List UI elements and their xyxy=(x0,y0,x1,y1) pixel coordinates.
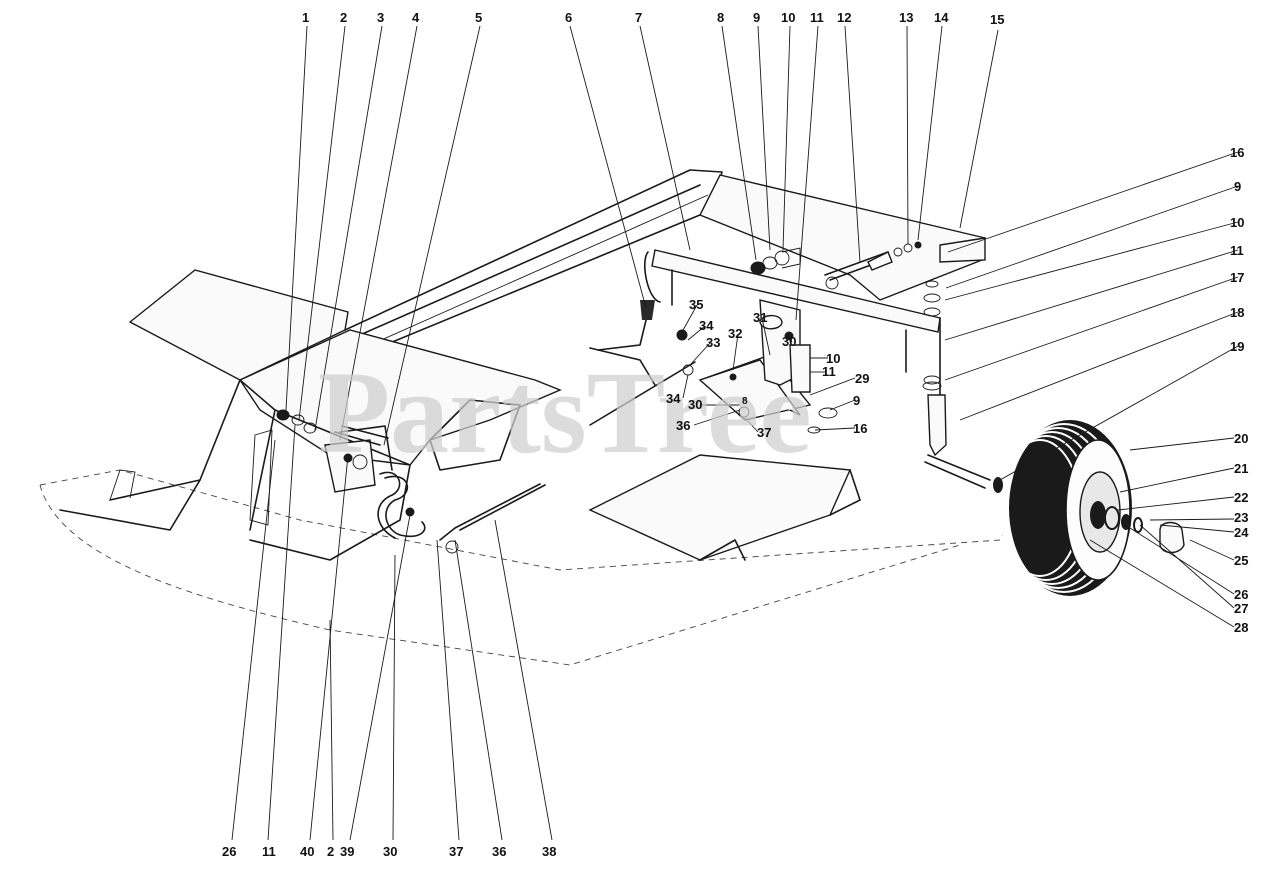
callout-36-center: 36 xyxy=(676,418,690,433)
callout-5: 5 xyxy=(475,10,482,25)
callout-8: 8 xyxy=(717,10,724,25)
callout-26-right: 26 xyxy=(1234,587,1248,602)
callout-11-center: 11 xyxy=(822,364,836,379)
callout-28: 28 xyxy=(1234,620,1248,635)
callout-16: 16 xyxy=(1230,145,1244,160)
callout-34: 34 xyxy=(699,318,714,333)
callout-29: 29 xyxy=(855,371,869,386)
callout-9: 9 xyxy=(753,10,760,25)
callouts-right: 16 9 10 11 17 18 19 20 21 22 23 24 25 26… xyxy=(1230,145,1249,635)
callout-9-center: 9 xyxy=(853,393,860,408)
callout-11-right: 11 xyxy=(1230,243,1244,258)
callout-10: 10 xyxy=(781,10,795,25)
callout-22: 22 xyxy=(1234,490,1248,505)
callout-30-bottom: 30 xyxy=(383,844,397,859)
callout-10-right: 10 xyxy=(1230,215,1244,230)
callout-13: 13 xyxy=(899,10,913,25)
callout-25: 25 xyxy=(1234,553,1248,568)
callout-21: 21 xyxy=(1234,461,1248,476)
callout-3: 3 xyxy=(377,10,384,25)
callout-30-center: 30 xyxy=(782,334,796,349)
callout-33: 33 xyxy=(706,335,720,350)
callout-7: 7 xyxy=(635,10,642,25)
callout-11-bottom: 11 xyxy=(262,844,276,859)
frame-chassis-drawing xyxy=(39,169,1011,666)
callout-31: 31 xyxy=(753,310,767,325)
front-wheel-drawing xyxy=(993,420,1185,596)
callout-9-right: 9 xyxy=(1234,179,1241,194)
callout-19: 19 xyxy=(1230,339,1244,354)
callouts-center: 35 34 32 31 33 30 10 11 29 34 30 36 37 9… xyxy=(666,297,869,440)
callout-37-bottom: 37 xyxy=(449,844,463,859)
callout-4: 4 xyxy=(412,10,420,25)
callout-12: 12 xyxy=(837,10,851,25)
callout-10-center: 10 xyxy=(826,351,840,366)
callouts-top: 1 2 3 4 5 6 7 8 9 10 11 12 13 14 15 xyxy=(302,10,1004,27)
callout-16-center: 16 xyxy=(853,421,867,436)
callout-1: 1 xyxy=(302,10,309,25)
callout-40: 40 xyxy=(300,844,314,859)
callout-14: 14 xyxy=(934,10,949,25)
callout-37-center: 37 xyxy=(757,425,771,440)
callout-6: 6 xyxy=(565,10,572,25)
callout-24: 24 xyxy=(1234,525,1249,540)
callout-8-center: 8 xyxy=(742,396,748,407)
callouts-bottom: 26 11 40 2 39 30 37 36 38 xyxy=(222,844,556,859)
callout-27: 27 xyxy=(1234,601,1248,616)
callout-34-lower: 34 xyxy=(666,391,681,406)
callout-20: 20 xyxy=(1234,431,1248,446)
callout-32: 32 xyxy=(728,326,742,341)
callout-36-bottom: 36 xyxy=(492,844,506,859)
leader-lines xyxy=(231,25,1239,841)
callout-38: 38 xyxy=(542,844,556,859)
callout-26-bottom: 26 xyxy=(222,844,236,859)
watermark-text: PartsTree xyxy=(318,347,812,478)
callout-11: 11 xyxy=(810,10,824,25)
callout-35: 35 xyxy=(689,297,703,312)
callout-17: 17 xyxy=(1230,270,1244,285)
callout-2-bottom: 2 xyxy=(327,844,334,859)
callout-2: 2 xyxy=(340,10,347,25)
callout-23: 23 xyxy=(1234,510,1248,525)
callout-18: 18 xyxy=(1230,305,1244,320)
callout-30-lower: 30 xyxy=(688,397,702,412)
callout-15: 15 xyxy=(990,12,1004,27)
callout-39: 39 xyxy=(340,844,354,859)
